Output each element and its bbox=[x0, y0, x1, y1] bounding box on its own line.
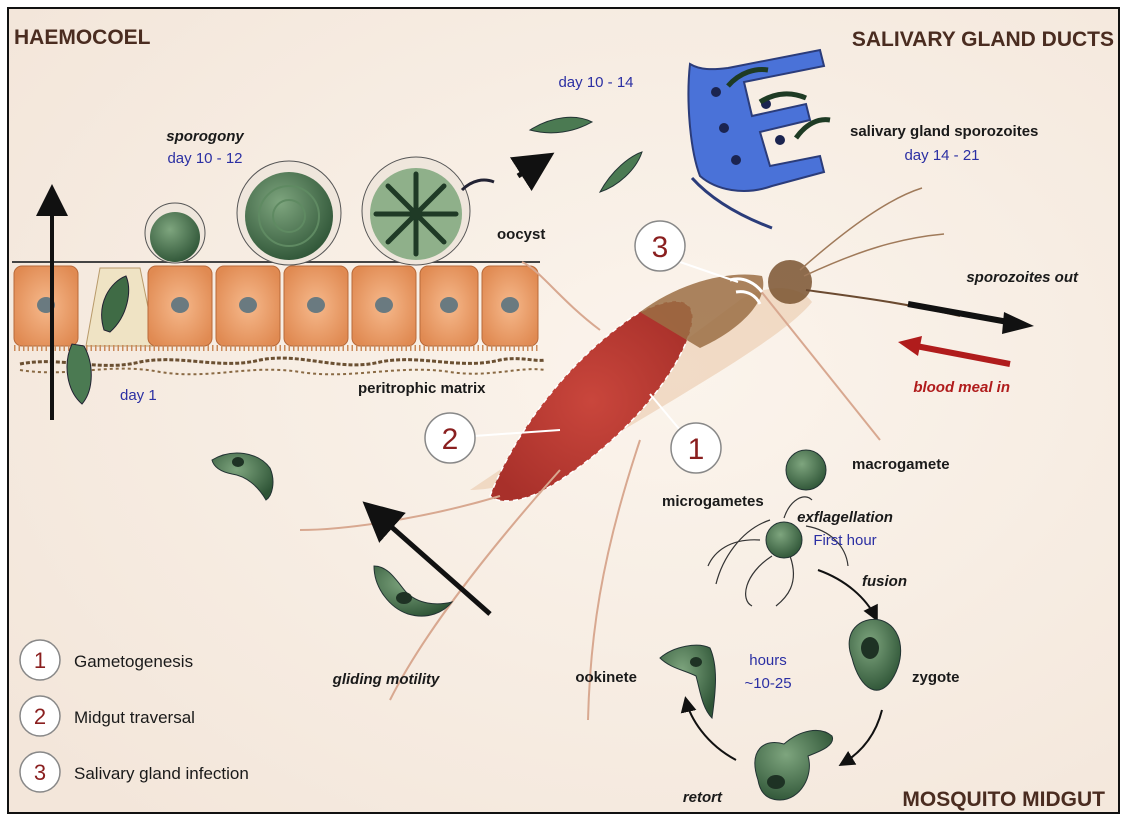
label-first-hour: First hour bbox=[813, 532, 876, 549]
label-zygote: zygote bbox=[912, 669, 960, 686]
marker-2-number: 2 bbox=[442, 423, 459, 456]
region-title-mosquito-midgut: MOSQUITO MIDGUT bbox=[902, 788, 1105, 811]
legend-label: Salivary gland infection bbox=[74, 764, 249, 783]
label-gliding-motility: gliding motility bbox=[332, 671, 440, 688]
label-blood-meal-in: blood meal in bbox=[913, 379, 1010, 396]
label-peritrophic-matrix: peritrophic matrix bbox=[358, 380, 486, 397]
label-macrogamete: macrogamete bbox=[852, 456, 950, 473]
legend-label: Gametogenesis bbox=[74, 652, 193, 671]
marker-1-number: 1 bbox=[688, 433, 705, 466]
label-salivary-time: day 14 - 21 bbox=[904, 147, 979, 164]
label-sporogony: sporogony bbox=[166, 128, 244, 145]
legend-number: 2 bbox=[34, 704, 46, 729]
label-salivary-gland-sporozoites: salivary gland sporozoites bbox=[850, 123, 1038, 140]
label-release-time: day 10 - 14 bbox=[558, 74, 633, 91]
marker-3-number: 3 bbox=[652, 231, 669, 264]
region-title-salivary-gland-ducts: SALIVARY GLAND DUCTS bbox=[852, 28, 1114, 51]
label-fusion: fusion bbox=[862, 573, 907, 590]
label-ookinete: ookinete bbox=[575, 669, 637, 686]
label-sporozoites-out: sporozoites out bbox=[966, 269, 1079, 286]
macrogamete bbox=[786, 450, 826, 490]
label-exflagellation: exflagellation bbox=[797, 509, 893, 526]
label-hours: hours bbox=[749, 652, 787, 669]
legend-number: 3 bbox=[34, 760, 46, 785]
label-oocyst: oocyst bbox=[497, 226, 545, 243]
label-microgametes: microgametes bbox=[662, 493, 764, 510]
legend-label: Midgut traversal bbox=[74, 708, 195, 727]
label-hours-range: ~10-25 bbox=[744, 675, 791, 692]
region-title-haemocoel: HAEMOCOEL bbox=[14, 26, 151, 49]
label-retort: retort bbox=[683, 789, 723, 806]
label-sporogony-time: day 10 - 12 bbox=[167, 150, 242, 167]
legend-number: 1 bbox=[34, 648, 46, 673]
label-day-1: day 1 bbox=[120, 387, 157, 404]
